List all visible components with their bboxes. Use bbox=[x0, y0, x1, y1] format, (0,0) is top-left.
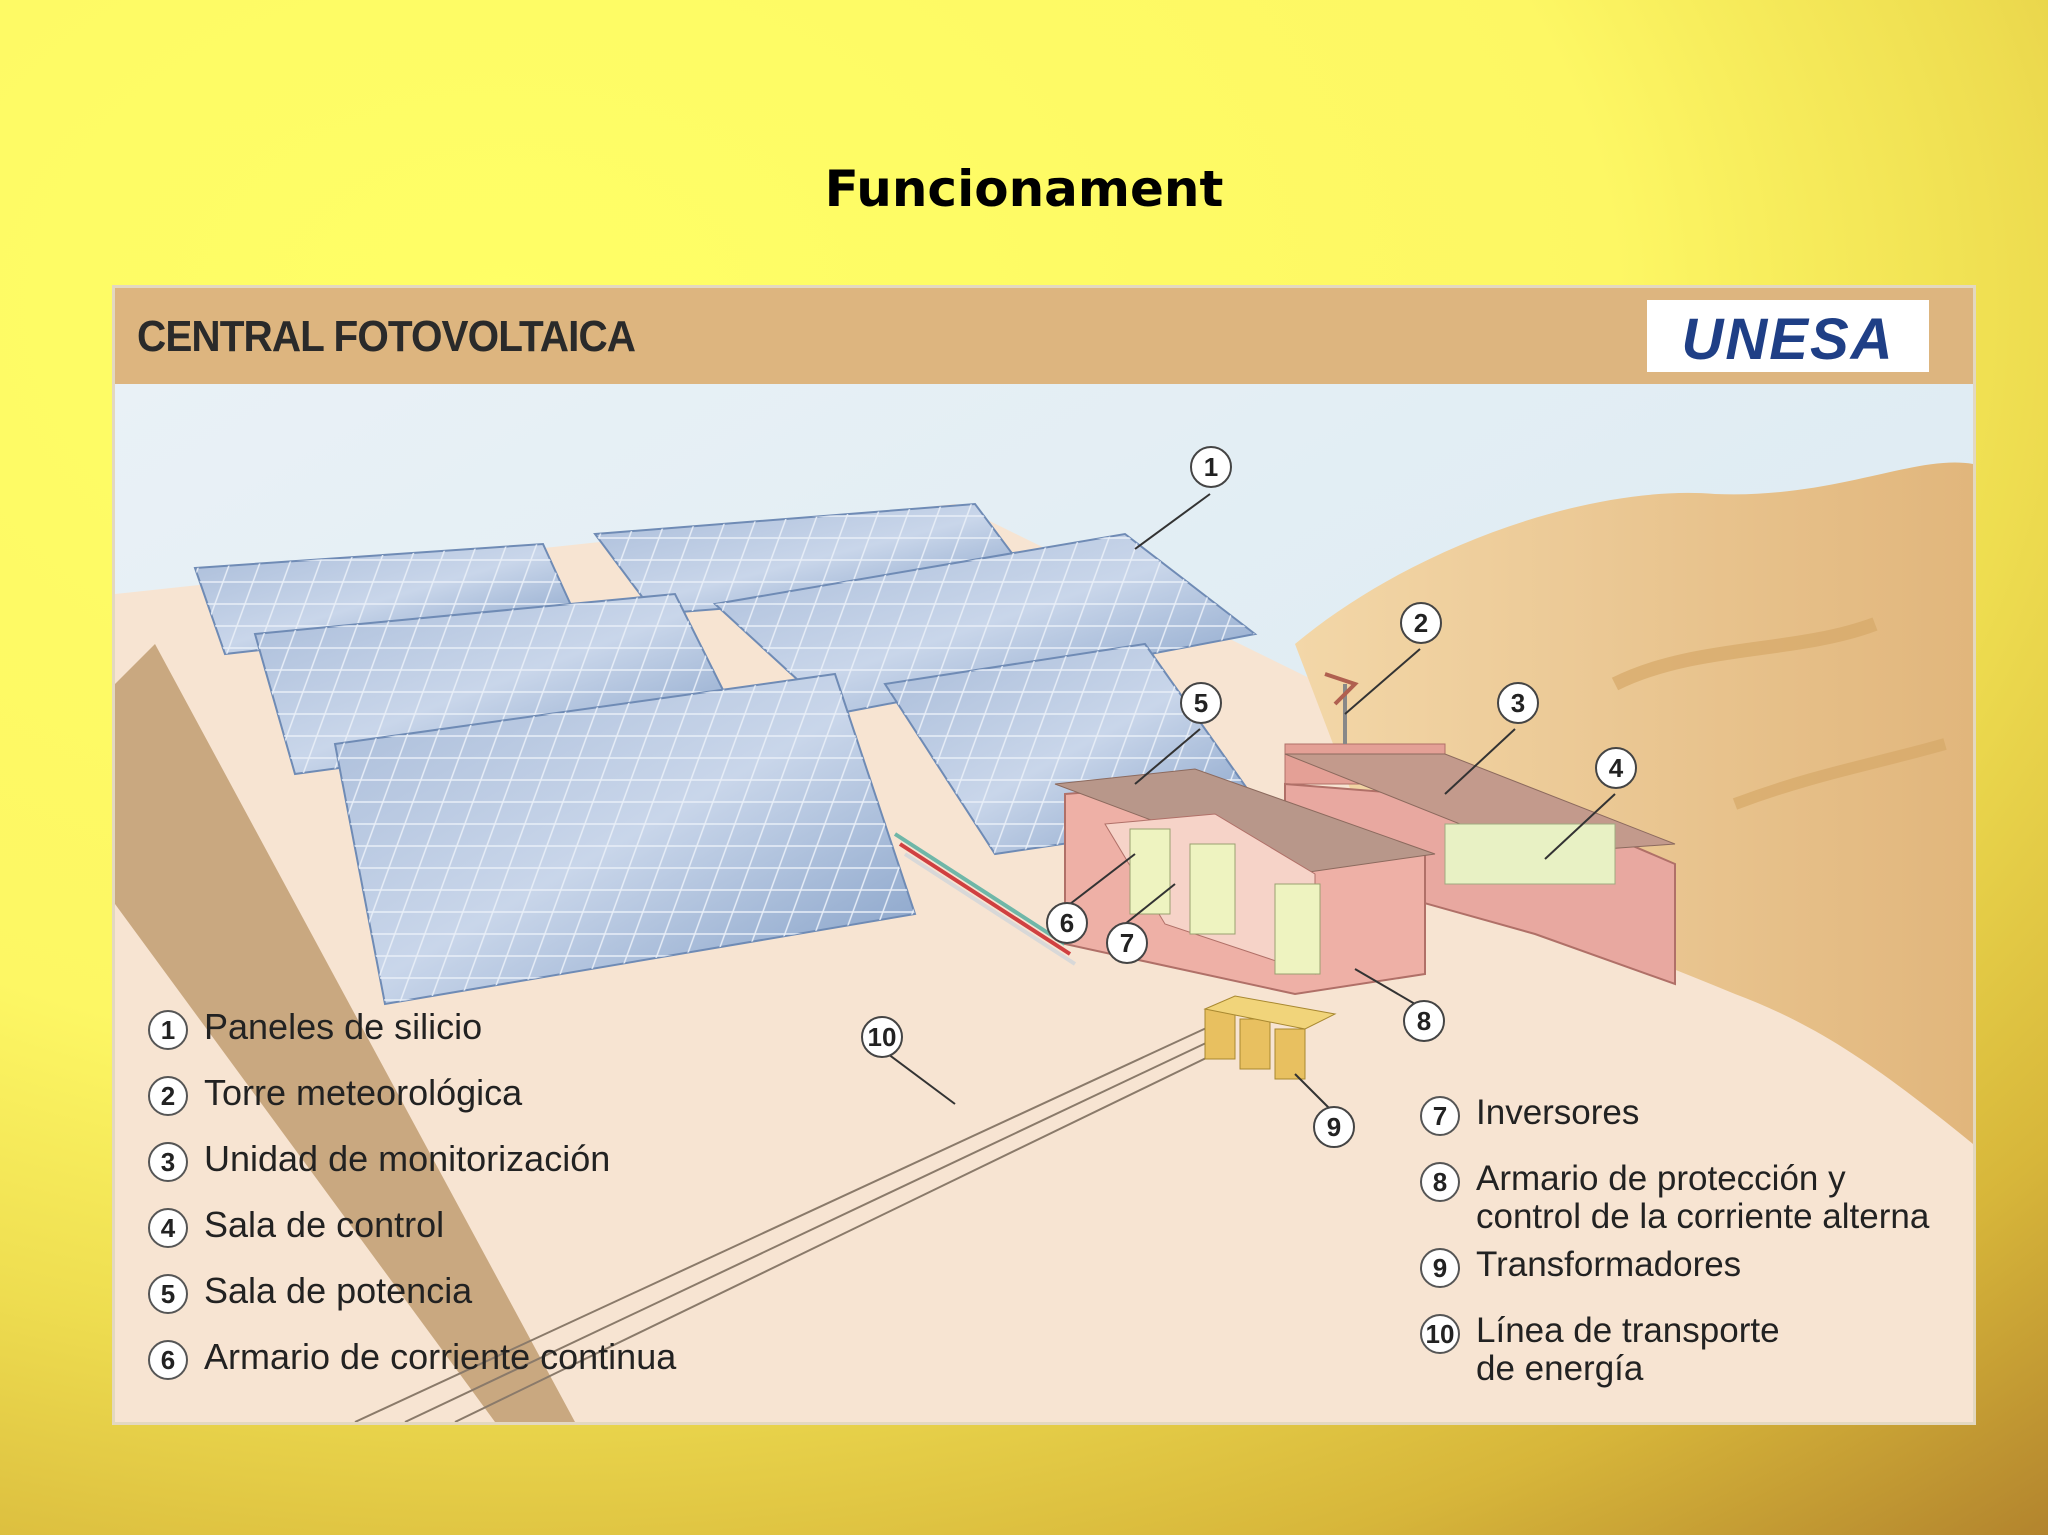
legend-number: 8 bbox=[1420, 1162, 1460, 1202]
legend-number: 2 bbox=[148, 1076, 188, 1116]
callout-2: 2 bbox=[1400, 602, 1442, 644]
sand-dunes bbox=[1295, 462, 1973, 1145]
callout-5: 5 bbox=[1180, 682, 1222, 724]
legend-label-line: de energía bbox=[1476, 1349, 1644, 1388]
legend-number: 7 bbox=[1420, 1096, 1460, 1136]
diagram-header: CENTRAL FOTOVOLTAICA UNESA bbox=[115, 288, 1973, 384]
power-building bbox=[1054, 768, 1436, 996]
legend-label-line: Línea de transporte bbox=[1476, 1311, 1780, 1350]
plant-illustration bbox=[115, 384, 1973, 1422]
legend-number: 4 bbox=[148, 1208, 188, 1248]
legend-label-line: control de la corriente alterna bbox=[1476, 1197, 1930, 1236]
logo-text: UNESA bbox=[1681, 307, 1895, 372]
callout-1: 1 bbox=[1190, 446, 1232, 488]
legend-label-line: Armario de protección y bbox=[1476, 1159, 1846, 1198]
callout-leaders bbox=[887, 493, 1616, 1115]
legend-number: 6 bbox=[148, 1340, 188, 1380]
legend-label: Inversores bbox=[1476, 1093, 1640, 1132]
legend-label: Sala de potencia bbox=[204, 1270, 473, 1311]
legend-label: Línea de transporte de energía bbox=[1476, 1312, 1780, 1388]
legend-right: 7 Inversores 8 Armario de protección y c… bbox=[1420, 1093, 1960, 1396]
solar-panels bbox=[193, 502, 1267, 1006]
diagram-title: CENTRAL FOTOVOLTAICA bbox=[137, 312, 636, 361]
callout-9: 9 bbox=[1313, 1106, 1355, 1148]
transformers bbox=[1203, 995, 1337, 1080]
dc-cables bbox=[893, 832, 1077, 966]
legend-label: Armario de corriente continua bbox=[204, 1336, 677, 1377]
transmission-line bbox=[354, 1023, 1236, 1422]
legend-number: 1 bbox=[148, 1010, 188, 1050]
callout-4: 4 bbox=[1595, 747, 1637, 789]
legend-number: 3 bbox=[148, 1142, 188, 1182]
callout-3: 3 bbox=[1497, 682, 1539, 724]
legend-label: Torre meteorológica bbox=[204, 1072, 523, 1113]
callout-10: 10 bbox=[861, 1016, 903, 1058]
legend-label: Sala de control bbox=[204, 1204, 445, 1245]
callout-7: 7 bbox=[1106, 922, 1148, 964]
ground-edge bbox=[115, 644, 575, 1422]
legend-number: 10 bbox=[1420, 1314, 1460, 1354]
unesa-logo: UNESA bbox=[1647, 300, 1929, 372]
legend-label: Armario de protección y control de la co… bbox=[1476, 1160, 1929, 1236]
callout-8: 8 bbox=[1403, 1000, 1445, 1042]
legend-label: Unidad de monitorización bbox=[204, 1138, 611, 1179]
legend-number: 9 bbox=[1420, 1248, 1460, 1288]
slide-title: Funcionament bbox=[824, 160, 1224, 218]
photovoltaic-plant-diagram: CENTRAL FOTOVOLTAICA UNESA bbox=[112, 285, 1976, 1425]
callout-6: 6 bbox=[1046, 902, 1088, 944]
legend-label: Paneles de silicio bbox=[204, 1006, 483, 1047]
legend-number: 5 bbox=[148, 1274, 188, 1314]
legend-label: Transformadores bbox=[1476, 1245, 1742, 1284]
legend-left: 1 Paneles de silicio 2 Torre meteorológi… bbox=[148, 1006, 768, 1380]
